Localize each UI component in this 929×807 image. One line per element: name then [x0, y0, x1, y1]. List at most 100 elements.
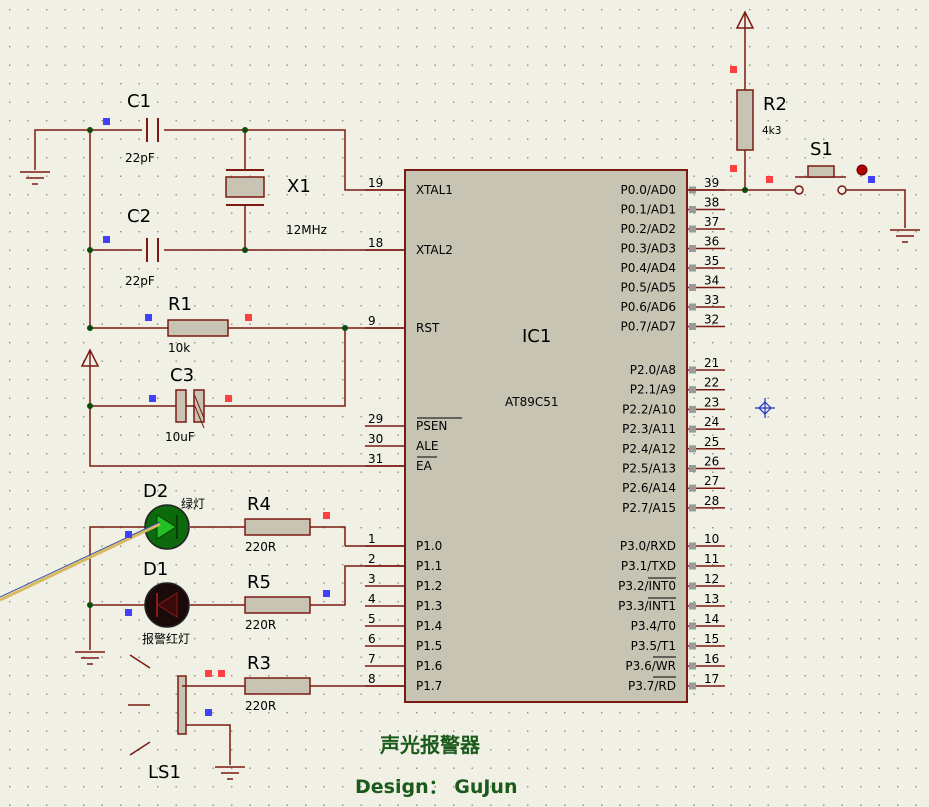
pin-state-marker: [689, 284, 696, 291]
r3-value: 220R: [245, 699, 276, 713]
ic-pin-name: P1.5: [416, 639, 442, 653]
ic-pin-number: 33: [704, 293, 719, 307]
c2-value: 22pF: [125, 274, 155, 288]
ic-pin-name: PSEN: [416, 419, 447, 433]
led-d2[interactable]: D2 绿灯: [143, 481, 205, 550]
ls1-ref: LS1: [148, 762, 181, 783]
ic-pin-number: 19: [368, 176, 383, 190]
d2-ref: D2: [143, 481, 168, 502]
ic-pin-number: 4: [368, 592, 376, 606]
capacitor-c2[interactable]: C2 22pF: [125, 206, 164, 288]
ic-pin-number: 3: [368, 572, 376, 586]
design-credit: Design： GuJun: [355, 776, 517, 798]
speaker-ls1[interactable]: LS1: [128, 654, 190, 783]
pin-state-marker: [689, 542, 696, 550]
ic-pin-name: P3.5/T1: [631, 639, 676, 653]
ic-pin-number: 30: [368, 432, 383, 446]
resistor-r1[interactable]: R1 10k: [167, 294, 229, 355]
pin-state-marker: [689, 602, 696, 610]
ic-pin-number: 10: [704, 532, 719, 546]
ic-pin-number: 32: [704, 313, 719, 327]
ic-body[interactable]: [404, 169, 688, 703]
capacitor-c3[interactable]: C3 10uF: [165, 365, 205, 444]
ic-pin-number: 1: [368, 532, 376, 546]
crystal-x1[interactable]: X1 12MHz: [225, 169, 327, 237]
c1-ref: C1: [127, 91, 151, 112]
logic-state-markers: [103, 66, 875, 716]
ic-ref: IC1: [522, 326, 551, 347]
ic-pin-name: P2.7/A15: [622, 501, 676, 515]
ic-pin-name: ALE: [416, 439, 438, 453]
ic-pin-number: 39: [704, 176, 719, 190]
ic-pin-number: 16: [704, 652, 719, 666]
ic-pin-name: P1.6: [416, 659, 442, 673]
pin-state-marker: [689, 323, 696, 330]
resistor-r2[interactable]: R2 4k3: [736, 89, 787, 151]
ic-pin-number: 21: [704, 356, 719, 370]
pin-state-marker: [689, 366, 696, 374]
ic-pin-name: P3.7/RD: [628, 679, 676, 693]
ic-pin-name: P2.1/A9: [630, 383, 676, 397]
x1-ref: X1: [287, 176, 311, 197]
ic-pin-name: P2.5/A13: [622, 462, 676, 476]
ic-pin-number: 18: [368, 236, 383, 250]
pin-state-marker: [689, 682, 696, 690]
pin-state-marker: [689, 386, 696, 394]
ic-pin-name: P3.6/WR: [625, 659, 676, 673]
ic-pin-name: P0.4/AD4: [621, 261, 676, 275]
resistor-r5[interactable]: R5 220R: [244, 572, 311, 632]
x1-value: 12MHz: [286, 223, 327, 237]
ic-pin-number: 7: [368, 652, 376, 666]
c1-value: 22pF: [125, 151, 155, 165]
ic-pin-number: 14: [704, 612, 719, 626]
ic-pin-number: 25: [704, 435, 719, 449]
ic-pin-number: 26: [704, 455, 719, 469]
ic-pin-name: P1.7: [416, 679, 442, 693]
ic-pin-number: 28: [704, 494, 719, 508]
power-icon: [735, 10, 755, 35]
led-d1[interactable]: D1 报警红灯: [142, 559, 190, 646]
ic-pin-name: P0.0/AD0: [621, 183, 676, 197]
power-icon: [80, 348, 100, 367]
r5-ref: R5: [247, 572, 271, 593]
ic-pin-number: 23: [704, 395, 719, 409]
ic-right-pins: 39P0.0/AD038P0.1/AD137P0.2/AD236P0.3/AD3…: [618, 176, 725, 693]
pushbutton-s1[interactable]: S1: [794, 139, 868, 195]
ic-pin-number: 34: [704, 274, 719, 288]
r1-value: 10k: [168, 341, 190, 355]
ic-pin-number: 27: [704, 474, 719, 488]
ic-pin-number: 9: [368, 314, 376, 328]
pin-state-marker: [689, 662, 696, 670]
ic-pin-number: 29: [368, 412, 383, 426]
ic-pin-name: P2.2/A10: [622, 402, 676, 416]
pin-state-marker: [689, 206, 696, 213]
ic-pin-name: P1.1: [416, 559, 442, 573]
ic-pin-number: 38: [704, 196, 719, 210]
ic-pin-number: 17: [704, 672, 719, 686]
pin-state-marker: [689, 445, 696, 453]
ground-icon: [20, 171, 50, 185]
ic-pin-number: 11: [704, 552, 719, 566]
resistor-r4[interactable]: R4 220R: [244, 494, 311, 554]
ic-pin-number: 2: [368, 552, 376, 566]
ic-pin-name: P3.3/INT1: [618, 599, 676, 613]
pin-state-marker: [689, 303, 696, 311]
ground-symbols: [20, 171, 920, 780]
c3-value: 10uF: [165, 430, 195, 444]
ic-pin-name: RST: [416, 321, 440, 335]
ic-pin-name: XTAL1: [416, 183, 453, 197]
resistor-r3[interactable]: R3 220R: [244, 653, 311, 713]
ic-pin-name: P0.5/AD5: [621, 281, 676, 295]
ic-pin-name: P3.0/RXD: [620, 539, 676, 553]
pin-state-marker: [689, 264, 696, 272]
pin-state-marker: [689, 622, 696, 630]
pin-state-marker: [689, 582, 696, 590]
ic-pin-number: 6: [368, 632, 376, 646]
ground-icon: [215, 766, 245, 780]
ic-pin-number: 35: [704, 254, 719, 268]
ic-pin-name: P0.6/AD6: [621, 300, 676, 314]
button-indicator-icon[interactable]: [856, 164, 868, 176]
capacitor-c1[interactable]: C1 22pF: [125, 91, 164, 165]
